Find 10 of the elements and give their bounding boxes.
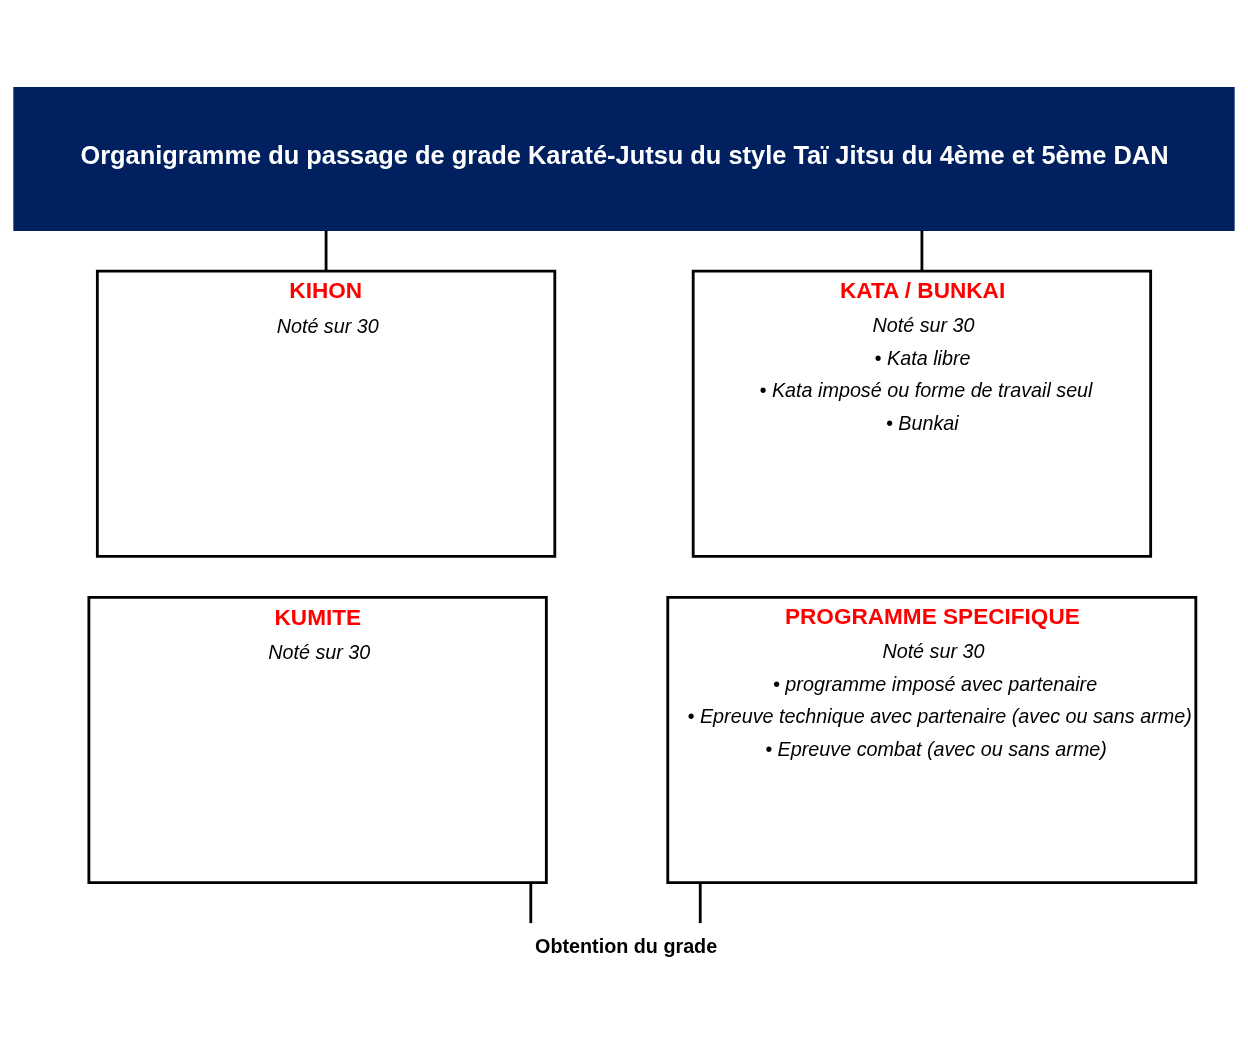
connector — [529, 882, 533, 923]
node-text: Obtention du grade — [535, 934, 718, 957]
node-box: KIHON Noté sur 30 — [95, 269, 557, 558]
connector — [920, 230, 924, 271]
connector — [324, 230, 328, 271]
node-box: KATA / BUNKAI Noté sur 30 • Kata libre • Kata imposé ou forme de travail seul • Bunkai — [691, 269, 1153, 558]
node-box: Organigramme du passage de grade Karaté-Jutsu du style Taï Jitsu du 4ème et 5ème DAN — [13, 86, 1235, 231]
node-box: KUMITE Noté sur 30 — [87, 595, 548, 884]
node-box: PROGRAMME SPECIFIQUE Noté sur 30 • programme imposé avec partenaire • Epreuve technique avec partenaire (avec ou sans arme) • Epreuve combat (avec ou sans arme) — [666, 595, 1198, 884]
connector — [698, 882, 702, 923]
